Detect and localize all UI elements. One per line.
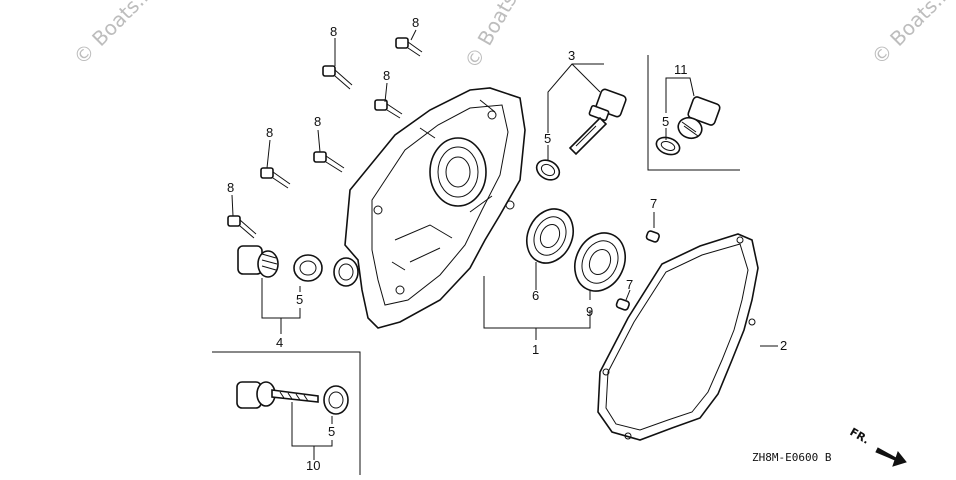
dowel-pin-7b[interactable] bbox=[615, 298, 630, 311]
watermark-right: © Boats.net bbox=[867, 0, 956, 70]
callout-5-left: 5 bbox=[296, 292, 303, 307]
watermark-center: © Boats.net bbox=[460, 0, 542, 73]
bearing-9[interactable] bbox=[566, 225, 635, 300]
callout-4: 4 bbox=[276, 335, 283, 350]
callout-2: 2 bbox=[780, 338, 787, 353]
callout-8b: 8 bbox=[412, 15, 419, 30]
o-ring-5-upper[interactable] bbox=[533, 156, 563, 184]
drain-plug-4[interactable] bbox=[237, 245, 279, 278]
washer-5-left[interactable] bbox=[293, 254, 323, 282]
bolt-8b[interactable] bbox=[395, 37, 423, 57]
callout-11: 11 bbox=[674, 62, 688, 77]
callout-3: 3 bbox=[568, 48, 575, 63]
crankcase-cover[interactable] bbox=[344, 87, 526, 329]
watermark-left: © Boats.net bbox=[69, 0, 172, 70]
callout-7a: 7 bbox=[650, 196, 657, 211]
bolt-8f[interactable] bbox=[227, 215, 257, 239]
callout-8e: 8 bbox=[266, 125, 273, 140]
drain-boss bbox=[333, 257, 359, 287]
frame-upper-right bbox=[647, 55, 740, 171]
oil-seal-6[interactable] bbox=[518, 201, 582, 270]
bolt-8d[interactable] bbox=[313, 151, 345, 173]
callout-9: 9 bbox=[586, 304, 593, 319]
callout-8c: 8 bbox=[383, 68, 390, 83]
callout-5-upper: 5 bbox=[544, 131, 551, 146]
callout-5-right: 5 bbox=[662, 114, 669, 129]
callout-8a: 8 bbox=[330, 24, 337, 39]
front-arrow-icon: FR. bbox=[848, 425, 907, 467]
dipstick-10[interactable] bbox=[236, 381, 319, 409]
o-ring-5-right[interactable] bbox=[654, 134, 682, 157]
callout-5-lower: 5 bbox=[328, 424, 335, 439]
callout-10: 10 bbox=[306, 458, 320, 473]
filler-cap-11[interactable] bbox=[675, 96, 721, 142]
frame-lower-left bbox=[212, 351, 361, 475]
gasket-2[interactable] bbox=[597, 233, 759, 441]
callout-8f: 8 bbox=[227, 180, 234, 195]
callout-8d: 8 bbox=[314, 114, 321, 129]
dipstick-cap-3[interactable] bbox=[568, 88, 627, 156]
diagram-code: ZH8M-E0600 B bbox=[752, 451, 832, 464]
bolt-8c[interactable] bbox=[374, 99, 403, 119]
o-ring-5-lower[interactable] bbox=[323, 385, 349, 415]
bolt-8e[interactable] bbox=[260, 167, 291, 189]
leader-lines bbox=[231, 29, 778, 460]
dowel-pin-7a[interactable] bbox=[645, 230, 660, 243]
callout-6: 6 bbox=[532, 288, 539, 303]
front-label: FR. bbox=[848, 425, 872, 446]
callout-1: 1 bbox=[532, 342, 539, 357]
bolt-8a[interactable] bbox=[322, 65, 353, 90]
callout-7b: 7 bbox=[626, 277, 633, 292]
